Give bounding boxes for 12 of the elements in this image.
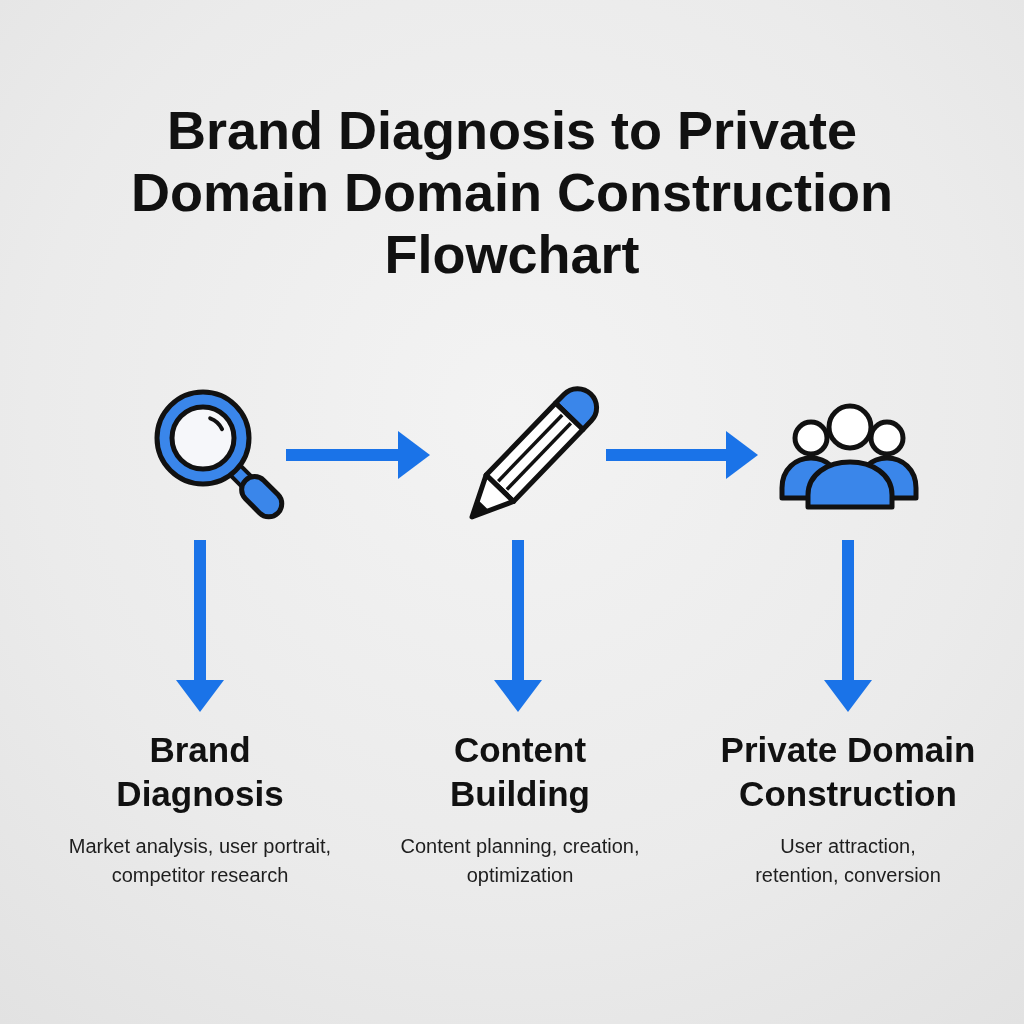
arrow [606, 431, 758, 479]
step-description: Content planning, creation, optimization [399, 834, 641, 888]
step-heading: Content Building [449, 729, 591, 815]
step-heading: Brand Diagnosis [115, 729, 285, 815]
diagram-title: Brand Diagnosis to Private Domain Domain Construction Flowchart [130, 99, 894, 285]
arrow [494, 540, 542, 712]
arrow [824, 540, 872, 712]
arrow [176, 540, 224, 712]
arrow [286, 431, 430, 479]
step-heading: Private Domain Construction [719, 729, 977, 815]
step-description: Market analysis, user portrait, competitor research [67, 834, 333, 888]
step-description: User attraction, retention, conversion [754, 834, 942, 888]
